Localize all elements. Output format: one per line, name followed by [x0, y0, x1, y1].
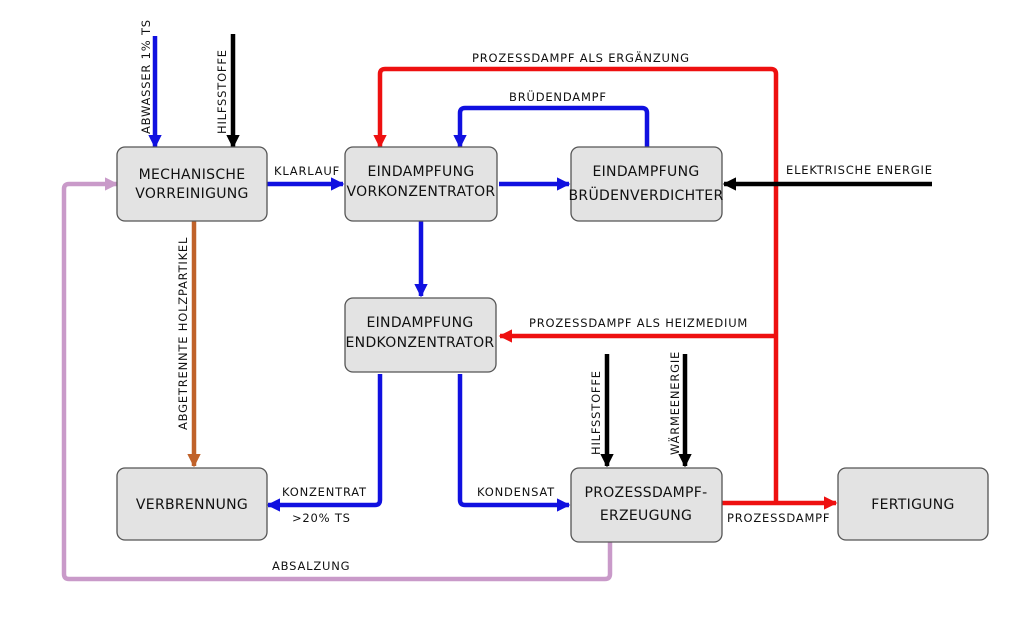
label-konzentrat: KONZENTRAT: [282, 485, 367, 499]
box-label-line2: ENDKONZENTRATOR: [346, 335, 495, 351]
box-label-line1: EINDAMPFUNG: [366, 315, 473, 331]
box-label-line1: EINDAMPFUNG: [367, 164, 474, 180]
box-label-line2: VORKONZENTRATOR: [347, 184, 496, 200]
box-label-line1: EINDAMPFUNG: [592, 164, 699, 180]
box-label-line2: ERZEUGUNG: [600, 508, 692, 524]
box-eindampfung-vorkonzentrator: EINDAMPFUNG VORKONZENTRATOR: [344, 146, 498, 222]
bruedendampf-arrow: [453, 105, 650, 149]
label-prozessdampf-ergaenzung: PROZESSDAMPF ALS ERGÄNZUNG: [472, 50, 690, 65]
label-kondensat: KONDENSAT: [477, 485, 555, 499]
label-holzpartikel: ABGETRENNTE HOLZPARTIKEL: [176, 237, 190, 430]
label-hilfsstoffe-bottom: HILFSSTOFFE: [589, 370, 603, 455]
label-bruedendampf: BRÜDENDAMPF: [509, 88, 607, 104]
box-label-line1: MECHANISCHE: [139, 167, 246, 183]
box-label-line1: VERBRENNUNG: [136, 497, 248, 513]
label-abwasser: ABWASSER 1% TS: [139, 19, 153, 134]
box-label-line2: BRÜDENVERDICHTER: [569, 186, 724, 204]
label-heizmedium: PROZESSDAMPF ALS HEIZMEDIUM: [529, 316, 748, 330]
konzentrat-arrow: [266, 374, 383, 512]
box-label-line1: PROZESSDAMPF-: [584, 485, 707, 501]
box-eindampfung-endkonzentrator: EINDAMPFUNG ENDKONZENTRATOR: [344, 297, 497, 373]
box-eindampfung-bruedenverdichter: EINDAMPFUNG BRÜDENVERDICHTER: [569, 146, 724, 222]
label-ts20: >20% TS: [292, 511, 351, 525]
box-mechanische-vorreinigung: MECHANISCHE VORREINIGUNG: [116, 146, 268, 222]
box-label-line1: FERTIGUNG: [871, 497, 954, 513]
box-verbrennung: VERBRENNUNG: [116, 467, 268, 541]
label-klarlauf: KLARLAUF: [274, 164, 340, 178]
steam-main-riser: [373, 66, 779, 503]
label-hilfsstoffe-top: HILFSSTOFFE: [215, 49, 229, 134]
box-label-line2: VORREINIGUNG: [135, 186, 248, 202]
absalzung-arrow: [61, 177, 613, 582]
box-prozessdampf-erzeugung: PROZESSDAMPF- ERZEUGUNG: [570, 467, 723, 543]
kondensat-arrow: [457, 374, 571, 512]
label-prozessdampf: PROZESSDAMPF: [727, 511, 830, 525]
label-waermeenergie: WÄRMEENERGIE: [667, 351, 682, 455]
label-elektrische-energie: ELEKTRISCHE ENERGIE: [786, 163, 933, 177]
label-absalzung: ABSALZUNG: [272, 559, 350, 573]
box-fertigung: FERTIGUNG: [837, 467, 989, 541]
